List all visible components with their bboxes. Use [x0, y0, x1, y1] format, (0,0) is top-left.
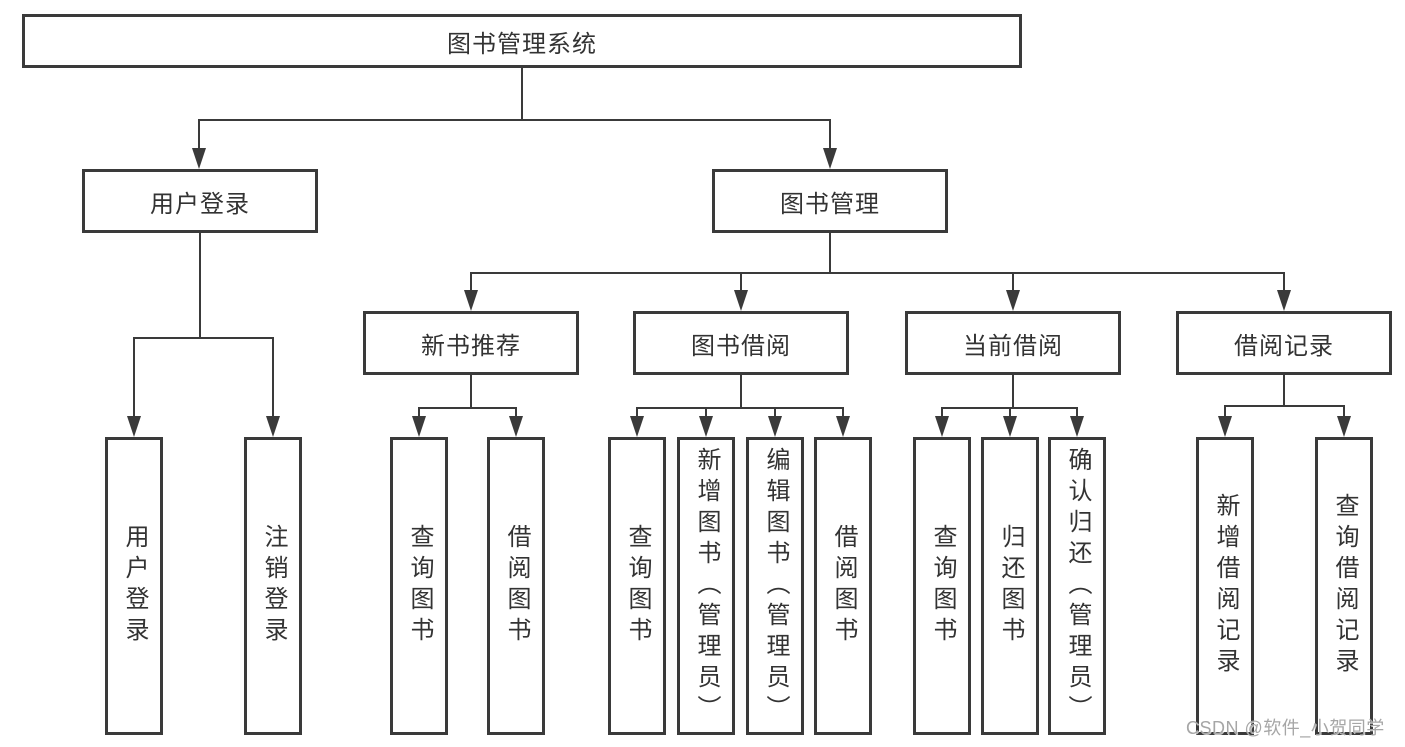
connector-line — [842, 407, 844, 418]
node-label: 新书推荐 — [421, 332, 521, 360]
leaf-add-borrow-record: 新增借阅记录 — [1196, 437, 1254, 735]
connector-line — [1224, 405, 1226, 418]
connector-level2-bar — [199, 119, 831, 121]
leaf-label: 查询借阅记录 — [1331, 493, 1358, 679]
arrow-down-icon — [192, 148, 206, 169]
leaf-label: 查询图书 — [406, 524, 433, 648]
arrow-down-icon — [127, 416, 141, 437]
node-book-management: 图书管理 — [712, 169, 948, 233]
leaf-query-books-borrow: 查询图书 — [608, 437, 666, 735]
arrow-down-icon — [734, 290, 748, 311]
connector-level3-bar — [470, 272, 1284, 274]
connector-group-bar — [636, 407, 843, 409]
leaf-add-book-admin: 新增图书（管理员） — [677, 437, 735, 735]
connector-line — [133, 337, 135, 417]
node-label: 借阅记录 — [1234, 332, 1334, 360]
arrow-down-icon — [1277, 290, 1291, 311]
node-label: 图书借阅 — [691, 332, 791, 360]
leaf-label: 查询图书 — [624, 524, 651, 648]
connector-group-bar — [1224, 405, 1344, 407]
arrow-down-icon — [768, 416, 782, 437]
connector-line — [470, 272, 472, 292]
node-library-management-system: 图书管理系统 — [22, 14, 1022, 68]
arrow-down-icon — [1006, 290, 1020, 311]
leaf-label: 借阅图书 — [503, 524, 530, 648]
connector-line — [418, 407, 420, 418]
connector-line — [829, 119, 831, 150]
connector-line — [1009, 407, 1011, 418]
connector-line — [829, 233, 831, 273]
leaf-label: 归还图书 — [997, 524, 1024, 648]
leaf-label: 新增图书（管理员） — [693, 446, 720, 726]
arrow-down-icon — [1070, 416, 1084, 437]
arrow-down-icon — [464, 290, 478, 311]
leaf-edit-book-admin: 编辑图书（管理员） — [746, 437, 804, 735]
leaf-label: 注销登录 — [260, 524, 287, 648]
leaf-label: 查询图书 — [929, 524, 956, 648]
connector-line — [705, 407, 707, 418]
arrow-down-icon — [412, 416, 426, 437]
connector-group-bar — [134, 337, 274, 339]
connector-line — [1012, 375, 1014, 407]
arrow-down-icon — [1003, 416, 1017, 437]
leaf-query-books-current: 查询图书 — [913, 437, 971, 735]
leaf-user-login: 用户登录 — [105, 437, 163, 735]
connector-line — [1343, 405, 1345, 418]
connector-line — [198, 119, 200, 150]
connector-group-bar — [418, 407, 517, 409]
csdn-watermark: CSDN @软件_小贺同学 — [1186, 718, 1385, 738]
connector-line — [470, 375, 472, 407]
arrow-down-icon — [509, 416, 523, 437]
connector-line — [1076, 407, 1078, 418]
leaf-query-borrow-record: 查询借阅记录 — [1315, 437, 1373, 735]
leaf-label: 借阅图书 — [830, 524, 857, 648]
node-label: 当前借阅 — [963, 332, 1063, 360]
leaf-query-books-recommend: 查询图书 — [390, 437, 448, 735]
arrow-down-icon — [266, 416, 280, 437]
connector-line — [1012, 272, 1014, 292]
connector-line — [774, 407, 776, 418]
leaf-label: 编辑图书（管理员） — [762, 446, 789, 726]
leaf-confirm-return-admin: 确认归还（管理员） — [1048, 437, 1106, 735]
node-borrowing-records: 借阅记录 — [1176, 311, 1392, 375]
node-label: 用户登录 — [150, 190, 250, 218]
arrow-down-icon — [836, 416, 850, 437]
node-label: 图书管理 — [780, 190, 880, 218]
leaf-label: 确认归还（管理员） — [1064, 446, 1091, 726]
node-current-borrowing: 当前借阅 — [905, 311, 1121, 375]
connector-line — [941, 407, 943, 418]
node-book-borrowing: 图书借阅 — [633, 311, 849, 375]
arrow-down-icon — [1337, 416, 1351, 437]
arrow-down-icon — [699, 416, 713, 437]
leaf-borrow-books-recommend: 借阅图书 — [487, 437, 545, 735]
arrow-down-icon — [1218, 416, 1232, 437]
leaf-logout: 注销登录 — [244, 437, 302, 735]
node-user-login: 用户登录 — [82, 169, 318, 233]
connector-line — [740, 375, 742, 407]
leaf-label: 用户登录 — [121, 524, 148, 648]
leaf-return-book: 归还图书 — [981, 437, 1039, 735]
node-new-book-recommendation: 新书推荐 — [363, 311, 579, 375]
arrow-down-icon — [630, 416, 644, 437]
connector-line — [740, 272, 742, 292]
connector-line — [1283, 272, 1285, 292]
arrow-down-icon — [823, 148, 837, 169]
leaf-borrow-books-borrow: 借阅图书 — [814, 437, 872, 735]
node-label: 图书管理系统 — [447, 30, 597, 58]
connector-line — [636, 407, 638, 418]
connector-line — [272, 337, 274, 417]
connector-line — [199, 233, 201, 337]
arrow-down-icon — [935, 416, 949, 437]
connector-line — [1283, 375, 1285, 405]
connector-line — [515, 407, 517, 418]
connector-root-stem — [521, 68, 523, 120]
leaf-label: 新增借阅记录 — [1212, 493, 1239, 679]
